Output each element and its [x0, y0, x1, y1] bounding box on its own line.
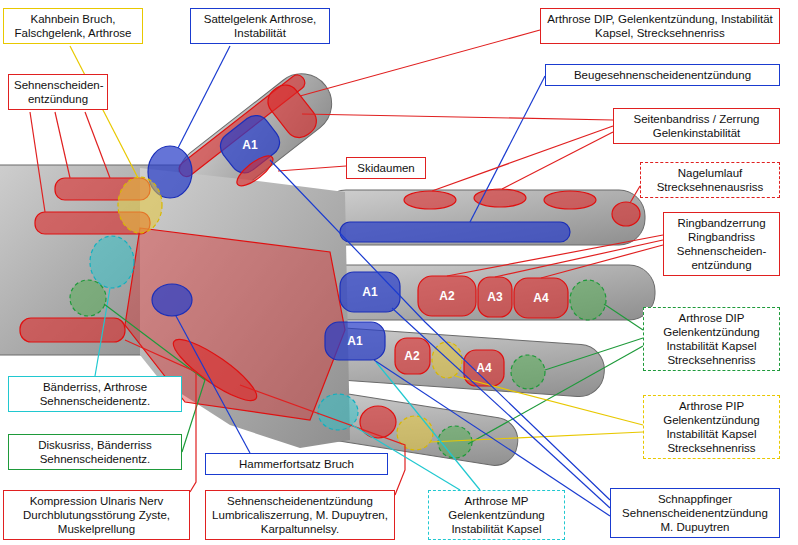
nail-region [612, 202, 640, 226]
dip-region [511, 355, 545, 389]
callout-text: Seitenbandriss / Zerrung Gelenkinstabili… [619, 112, 774, 140]
leader-line [455, 376, 643, 425]
leader-line [447, 235, 663, 276]
hamate-region [152, 284, 192, 316]
ligament-region [404, 191, 456, 209]
leader-line [278, 166, 346, 171]
callout-text: Ringbandzerrung Ringbandriss Sehnenschei… [669, 216, 774, 272]
callout-text: Sehnenscheidenentzündung Lumbricaliszerr… [211, 494, 389, 536]
callout-text: Bänderriss, Arthrose Sehnenscheidenentz. [14, 380, 176, 408]
dip-region [438, 426, 472, 458]
leader-line [604, 304, 643, 330]
callout-text: Kahnbein Bruch, Falschgelenk, Arthrose [9, 12, 137, 40]
leader-line [376, 362, 480, 490]
callout-text: Arthrose MP Gelenkentzündung Instabilitä… [434, 494, 559, 536]
callout-box: Seitenbandriss / Zerrung Gelenkinstabili… [613, 108, 780, 144]
callout-number: A2 [404, 350, 419, 362]
leader-line [541, 245, 663, 278]
leader-line [468, 346, 643, 444]
leader-line [302, 114, 613, 120]
leader-line [432, 126, 613, 191]
wrist-ligament-region [90, 236, 134, 288]
callout-text: Hammerfortsatz Bruch [211, 457, 382, 471]
callout-box: Arthrose DIP, Gelenkentzündung, Instabil… [540, 8, 780, 44]
leader-line [30, 112, 45, 212]
leader-line [495, 240, 663, 277]
callout-number: A2 [439, 290, 454, 302]
pulley-region [340, 272, 400, 312]
callout-text: Arthrose PIP Gelenkentzündung Instabilit… [649, 399, 774, 455]
callout-text: Arthrose DIP, Gelenkentzündung, Instabil… [546, 12, 774, 40]
callout-box: Nagelumlauf Strecksehnenausriss [640, 162, 780, 198]
callout-text: Diskusriss, Bänderriss Sehnenscheidenent… [14, 438, 176, 466]
leader-line [630, 186, 640, 203]
callout-text: Beugesehnenscheidenentzündung [551, 68, 774, 82]
pulley-region [395, 338, 430, 374]
flexor-sheath-region [340, 222, 570, 242]
mp-region [318, 394, 358, 430]
leader-line [300, 30, 540, 96]
middle-finger [320, 265, 655, 320]
leader-line [392, 308, 610, 508]
callout-box: Diskusriss, Bänderriss Sehnenscheidenent… [8, 434, 182, 470]
leader-line [470, 76, 545, 222]
callout-text: Schnappfinger Sehnenscheidenentzündung M… [616, 492, 774, 534]
leader-line [55, 112, 70, 178]
callout-text: Sehnenscheiden- entzündung [14, 78, 102, 106]
callout-box: Ringbandzerrung Ringbandriss Sehnenschei… [663, 212, 780, 276]
callout-box: Bänderriss, Arthrose Sehnenscheidenentz. [8, 376, 182, 412]
pip-region [432, 342, 462, 378]
callout-text: Sattelgelenk Arthrose, Instabilität [196, 12, 324, 40]
callout-box: Kahnbein Bruch, Falschgelenk, Arthrose [3, 8, 143, 44]
ulnar-region [20, 318, 125, 342]
callout-box: Arthrose PIP Gelenkentzündung Instabilit… [643, 395, 780, 459]
leader-line [95, 288, 110, 376]
callout-number: A1 [347, 335, 362, 347]
leader-line [85, 112, 110, 178]
callout-number: A4 [476, 362, 491, 374]
leader-line [502, 132, 613, 189]
ligament-region [544, 191, 596, 209]
callout-box: Arthrose MP Gelenkentzündung Instabilitä… [428, 490, 565, 540]
leader-line [178, 46, 230, 148]
pulley-region [418, 276, 476, 316]
callout-text: Nagelumlauf Strecksehnenausriss [646, 166, 774, 194]
callout-number: A1 [362, 286, 377, 298]
leader-line [70, 46, 138, 178]
callout-text: Skidaumen [352, 161, 420, 175]
leader-line [176, 316, 250, 453]
callout-number: A1 [242, 139, 257, 151]
disc-region [70, 280, 106, 316]
scaphoid-region [118, 177, 162, 233]
pip-region [397, 416, 433, 450]
pulley-region [464, 350, 504, 386]
pulley-region [325, 322, 385, 360]
callout-box: Kompression Ulnaris Nerv Durchblutungsst… [3, 490, 190, 540]
dip-region [570, 280, 606, 320]
skier-thumb-region [233, 151, 278, 191]
pulley-region [478, 277, 512, 317]
callout-box: Schnappfinger Sehnenscheidenentzündung M… [610, 488, 780, 538]
leader-line [240, 385, 405, 495]
callout-number: A4 [533, 292, 548, 304]
callout-box: Skidaumen [346, 157, 426, 179]
leader-line [270, 160, 610, 500]
callout-box: Sehnenscheiden- entzündung [8, 74, 108, 110]
callout-text: Arthrose DIP Gelenkentzündung Instabilit… [649, 311, 774, 367]
callout-text: Kompression Ulnaris Nerv Durchblutungsst… [9, 494, 184, 536]
callout-box: Sehnenscheidenentzündung Lumbricaliszerr… [205, 490, 395, 540]
callout-box: Sattelgelenk Arthrose, Instabilität [190, 8, 330, 44]
callout-box: Hammerfortsatz Bruch [205, 453, 388, 475]
callout-box: Beugesehnenscheidenentzündung [545, 64, 780, 86]
callout-box: Arthrose DIP Gelenkentzündung Instabilit… [643, 307, 780, 371]
callout-number: A3 [487, 291, 502, 303]
pulley-region [514, 278, 568, 318]
